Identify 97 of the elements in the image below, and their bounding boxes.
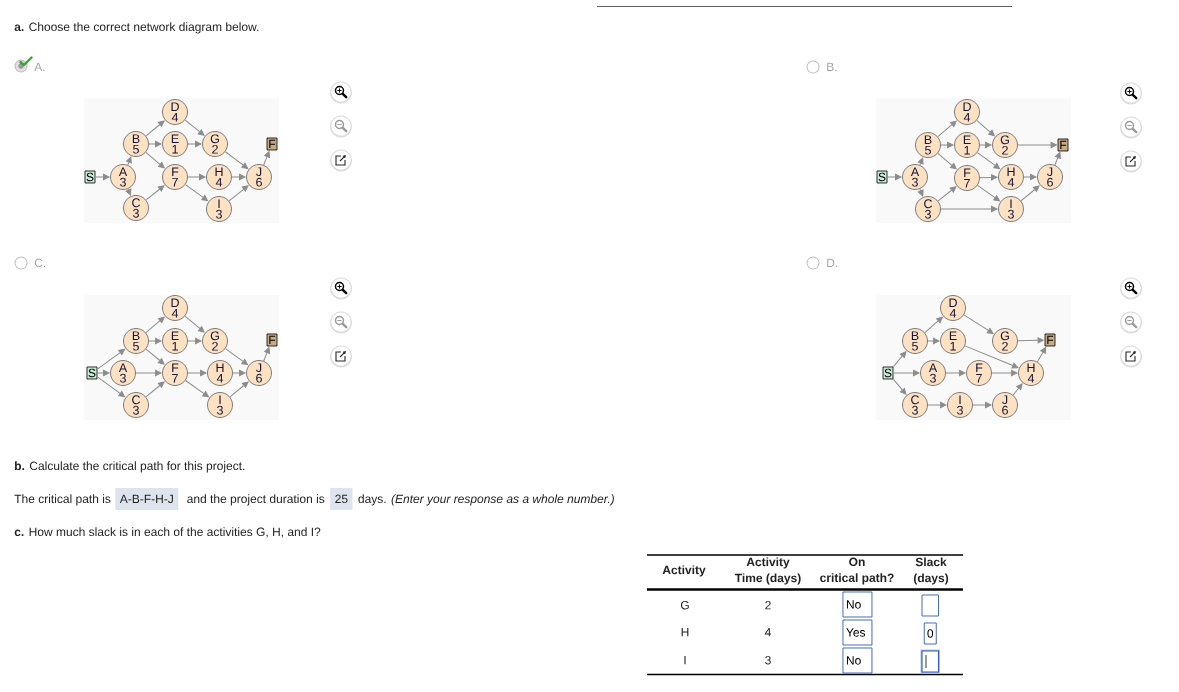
answer-field: 25 [330,487,353,510]
arrow [145,381,165,398]
table-cell: 3 [765,655,771,665]
arrow [231,173,246,181]
arrow [232,369,246,377]
hint-text: (Enter your response as a whole number.) [391,494,614,506]
arrow [94,173,110,181]
arrow [991,369,1018,377]
arrow [185,184,209,202]
arrow [96,348,126,370]
arrow [937,120,957,138]
option-label: D. [827,258,838,267]
option-label: A. [34,62,45,71]
arrow [937,186,957,202]
arrow [979,174,998,181]
arrow [892,369,920,377]
column-header: Activity Time (days) [734,557,801,585]
arrow [977,152,1001,170]
answer-field: 0 [923,622,937,645]
arrow [976,120,995,137]
answer-field: Yes [842,619,873,646]
option-label: B. [827,62,837,71]
question-text: c. How much slack is in each of the activities G, H, and I? [14,527,321,538]
answer-field: A-B-F-H-J [115,487,179,510]
body-text: days. [358,494,386,506]
arrow [917,188,924,197]
arrow [1023,173,1037,181]
arrow [1017,337,1044,344]
arrow [940,205,998,213]
arrow [945,369,966,377]
table-cell: G [680,600,689,610]
arrow [228,185,249,202]
arrow [263,347,270,362]
arrow [917,157,924,166]
arrow [263,151,270,166]
finish-box: F [266,333,278,347]
finish-box: F [266,137,278,151]
body-text: The critical path is [14,494,111,506]
finish-box: F [1044,333,1056,347]
arrow [224,151,249,169]
arrow [187,369,207,377]
column-header: Activity [662,565,706,577]
arrow [125,156,132,166]
answer-field: No [842,647,873,674]
arrow [892,378,907,395]
arrow [148,140,162,148]
start-box: S [876,170,888,184]
arrow [125,188,132,196]
arrow [185,380,209,398]
arrow [927,401,947,409]
arrow [229,381,249,398]
start-box: S [86,366,98,380]
arrow [148,337,162,345]
arrow [892,351,907,368]
column-header: On critical path? [820,557,894,585]
table-cell: I [684,656,686,665]
table-cell: H [681,628,689,637]
arrow [187,173,206,181]
arrow [964,345,1019,369]
arrow [96,376,126,398]
table-cell: 2 [765,600,771,610]
arrow [145,316,165,334]
body-text: and the project duration is [187,494,325,506]
arrow [96,369,110,377]
arrow [184,119,205,136]
question-text: b. Calculate the critical path for this project. [15,461,245,473]
arrow [927,337,940,345]
answer-field: No [842,591,873,618]
arrow [937,152,957,170]
arrow [1054,152,1061,166]
arrow [977,184,1000,202]
question-text: a. Choose the correct network diagram below. [14,22,259,34]
arrow [886,173,902,181]
arrow [145,120,165,137]
arrow [972,401,992,409]
arrow [1017,141,1057,149]
arrow [187,337,202,345]
arrow [963,314,994,334]
arrow [145,151,165,169]
arrow [1020,185,1040,202]
arrow [145,348,165,365]
arrow [1036,346,1047,363]
table-cell: 4 [764,628,771,637]
arrow [145,185,165,201]
arrow [924,316,943,333]
arrow [940,141,954,149]
arrow [135,369,162,377]
column-header: Slack (days) [913,557,949,585]
arrow [979,141,992,149]
arrow [184,315,205,333]
option-label: C. [34,258,46,268]
start-box: S [882,366,894,380]
finish-box: F [1057,138,1069,152]
arrow [187,140,202,148]
start-box: S [84,170,96,184]
arrow [1012,383,1023,396]
arrow [225,348,249,366]
